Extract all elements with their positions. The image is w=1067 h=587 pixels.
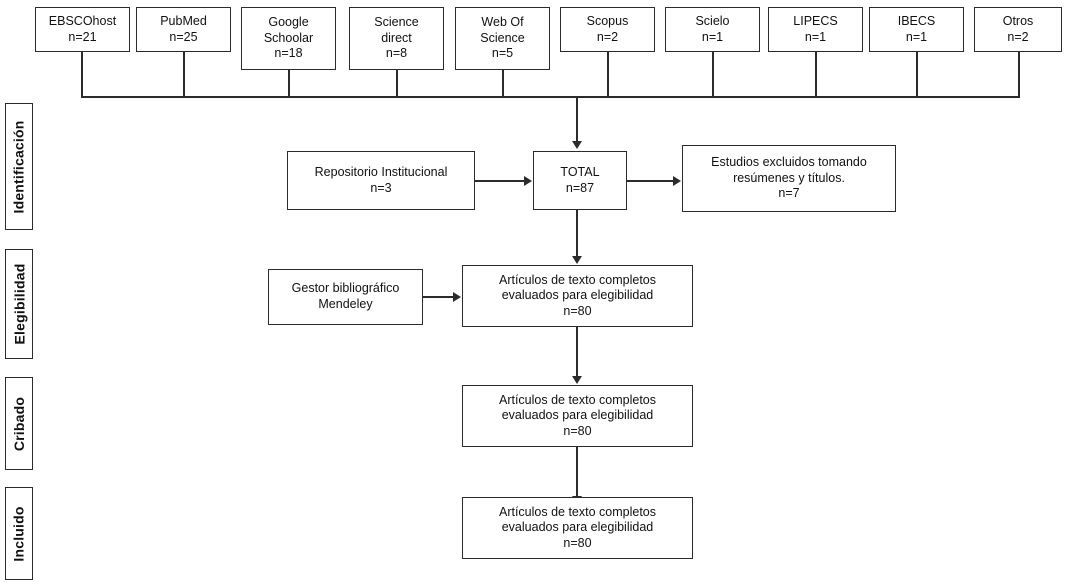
source-scielo-name: Scielo	[695, 13, 730, 28]
connector-otros-drop	[1018, 52, 1020, 97]
node-box-gestor-bibliografico: Gestor bibliográfico Mendeley	[268, 269, 423, 325]
source-google-schoolar-name-1: Google	[268, 15, 309, 30]
excluidos-line-1: Estudios excluidos tomando	[711, 155, 867, 170]
source-pubmed-name: PubMed	[160, 13, 207, 28]
connector-ibecs-drop	[916, 52, 918, 97]
repositorio-count: n=3	[370, 180, 392, 195]
repositorio-label: Repositorio Institucional	[314, 164, 448, 179]
gestor-line-1: Gestor bibliográfico	[291, 281, 400, 296]
connector-gestor-to-elegibilidad	[423, 296, 454, 298]
arrow-total-to-elegibilidad	[572, 256, 582, 264]
node-box-total: TOTAL n=87	[533, 151, 627, 210]
connector-repositorio-to-total	[475, 180, 525, 182]
node-box-elegibilidad: Artículos de texto completos evaluados p…	[462, 265, 693, 327]
arrow-elegibilidad-to-cribado	[572, 376, 582, 384]
source-box-otros: Otros n=2	[974, 7, 1062, 52]
elegibilidad-line-2: evaluados para elegibilidad	[501, 288, 654, 303]
source-google-schoolar-count: n=18	[274, 46, 303, 61]
source-lipecs-count: n=1	[804, 29, 827, 44]
source-box-scielo: Scielo n=1	[665, 7, 760, 52]
connector-sources-manifold	[81, 96, 1020, 98]
source-google-schoolar-name-2: Schoolar	[263, 30, 314, 45]
elegibilidad-count: n=80	[563, 303, 592, 318]
connector-science-direct-drop	[396, 70, 398, 97]
source-scopus-name: Scopus	[586, 13, 629, 28]
elegibilidad-line-1: Artículos de texto completos	[498, 272, 657, 287]
stage-label-incluido-text: Incluido	[11, 505, 28, 562]
source-box-lipecs: LIPECS n=1	[768, 7, 863, 52]
source-pubmed-count: n=25	[169, 29, 198, 44]
node-box-estudios-excluidos: Estudios excluidos tomando resúmenes y t…	[682, 145, 896, 212]
connector-cribado-to-incluido	[576, 447, 578, 497]
stage-label-cribado-text: Cribado	[11, 396, 28, 451]
source-ibecs-count: n=1	[905, 29, 928, 44]
node-box-cribado: Artículos de texto completos evaluados p…	[462, 385, 693, 447]
source-box-google-schoolar: Google Schoolar n=18	[241, 7, 336, 70]
stage-label-elegibilidad: Elegibilidad	[5, 249, 33, 359]
excluidos-line-2: resúmenes y títulos.	[733, 170, 845, 185]
source-web-of-science-name-2: Science	[480, 30, 525, 45]
total-label: TOTAL	[560, 164, 600, 179]
connector-ebscohost-drop	[81, 52, 83, 97]
incluido-line-2: evaluados para elegibilidad	[501, 520, 654, 535]
connector-pubmed-drop	[183, 52, 185, 97]
incluido-count: n=80	[563, 535, 592, 550]
source-science-direct-count: n=8	[385, 46, 408, 61]
source-web-of-science-count: n=5	[491, 46, 514, 61]
source-box-scopus: Scopus n=2	[560, 7, 655, 52]
source-web-of-science-name-1: Web Of	[481, 15, 524, 30]
arrow-repositorio-to-total	[524, 176, 532, 186]
stage-label-incluido: Incluido	[5, 487, 33, 580]
cribado-line-1: Artículos de texto completos	[498, 392, 657, 407]
connector-total-to-elegibilidad	[576, 210, 578, 257]
stage-label-identificacion-text: Identificación	[11, 119, 28, 214]
source-box-web-of-science: Web Of Science n=5	[455, 7, 550, 70]
source-scopus-count: n=2	[596, 29, 619, 44]
stage-label-cribado: Cribado	[5, 377, 33, 470]
node-box-repositorio-institucional: Repositorio Institucional n=3	[287, 151, 475, 210]
source-lipecs-name: LIPECS	[793, 13, 838, 28]
source-otros-name: Otros	[1002, 13, 1034, 28]
source-ibecs-name: IBECS	[897, 13, 936, 28]
connector-scielo-drop	[712, 52, 714, 97]
total-count: n=87	[565, 180, 595, 195]
excluidos-count: n=7	[778, 186, 800, 201]
node-box-incluido: Artículos de texto completos evaluados p…	[462, 497, 693, 559]
connector-total-to-excluidos	[627, 180, 674, 182]
connector-lipecs-drop	[815, 52, 817, 97]
cribado-line-2: evaluados para elegibilidad	[501, 408, 654, 423]
source-box-science-direct: Science direct n=8	[349, 7, 444, 70]
source-otros-count: n=2	[1007, 29, 1029, 44]
source-science-direct-name-1: Science	[374, 15, 419, 30]
stage-label-elegibilidad-text: Elegibilidad	[11, 263, 27, 345]
source-science-direct-name-2: direct	[381, 30, 412, 45]
connector-manifold-to-total	[576, 96, 578, 142]
arrow-gestor-to-elegibilidad	[453, 292, 461, 302]
connector-scopus-drop	[607, 52, 609, 97]
connector-elegibilidad-to-cribado	[576, 327, 578, 377]
source-box-pubmed: PubMed n=25	[136, 7, 231, 52]
source-box-ebscohost: EBSCOhost n=21	[35, 7, 130, 52]
gestor-line-2: Mendeley	[318, 297, 373, 311]
incluido-line-1: Artículos de texto completos	[498, 504, 657, 519]
cribado-count: n=80	[563, 423, 592, 438]
arrow-manifold-to-total	[572, 141, 582, 149]
source-ebscohost-count: n=21	[68, 29, 97, 44]
source-scielo-count: n=1	[701, 29, 724, 44]
connector-google-schoolar-drop	[288, 70, 290, 97]
connector-web-of-science-drop	[502, 70, 504, 97]
source-box-ibecs: IBECS n=1	[869, 7, 964, 52]
stage-label-identificacion: Identificación	[5, 103, 33, 230]
source-ebscohost-name: EBSCOhost	[48, 13, 117, 28]
arrow-total-to-excluidos	[673, 176, 681, 186]
